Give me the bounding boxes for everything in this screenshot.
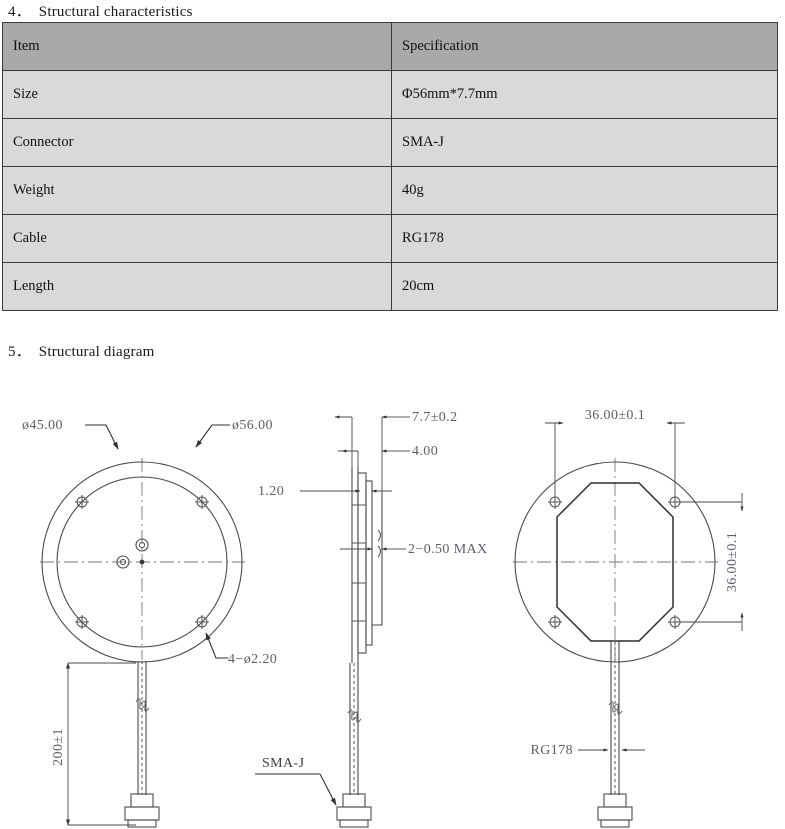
cell-spec-cable: RG178	[391, 214, 778, 263]
octagon-width-dimension-label: 36.00±0.1	[585, 408, 645, 423]
bolt-hole	[195, 495, 209, 509]
bolt-hole	[548, 615, 562, 629]
side-view-slot-dimension: 2−0.50 MAX	[340, 542, 488, 557]
octagon-height-dimension-label: 36.00±0.1	[725, 532, 740, 592]
rear-view-cable	[597, 641, 633, 828]
side-view-profile	[351, 467, 383, 663]
side-view-step-dimension: 4.00	[338, 444, 438, 473]
connector-type-label: SMA-J	[262, 756, 305, 771]
front-view-cable	[124, 661, 160, 828]
page-title-structural-characteristics: 4． Structural characteristics	[8, 4, 193, 20]
front-view-bolt-circle-dimension: ø45.00	[22, 418, 119, 450]
front-view-outer-diameter-dimension: ø56.00	[195, 418, 273, 448]
rear-view-height-dimension: 36.00±0.1	[675, 493, 744, 631]
rear-view-cable-callout: RG178	[531, 743, 645, 758]
page-title-structural-diagram: 5． Structural diagram	[8, 344, 155, 360]
cell-item-length: Length	[2, 262, 392, 311]
table-header: Item Specification	[2, 22, 778, 71]
structural-characteristics-table: Item Specification Size Φ56mm*7.7mm Conn…	[2, 22, 778, 311]
table-body: Size Φ56mm*7.7mm Connector SMA-J Weight …	[2, 70, 778, 311]
side-view-plate-dimension: 1.20	[258, 484, 392, 499]
front-view-inner-circle	[56, 476, 228, 648]
table-row: Cable RG178	[2, 214, 778, 263]
cell-item-size: Size	[2, 70, 392, 119]
table-row: Size Φ56mm*7.7mm	[2, 70, 778, 119]
front-view-drawing: ø45.00 ø56.00 4−ø2.20	[22, 418, 277, 828]
rear-view-octagon-patch	[556, 482, 674, 642]
bolt-hole	[75, 495, 89, 509]
structural-characteristics-table-wrapper: Item Specification Size Φ56mm*7.7mm Conn…	[2, 22, 778, 311]
front-view-bolt-hole-dimension: 4−ø2.20	[205, 632, 277, 667]
structural-diagram: ø45.00 ø56.00 4−ø2.20	[0, 395, 785, 829]
rear-view-width-dimension: 36.00±0.1	[545, 408, 685, 502]
cell-spec-length: 20cm	[391, 262, 778, 311]
cell-spec-weight: 40g	[391, 166, 778, 215]
table-row: Weight 40g	[2, 166, 778, 215]
front-view-center-features	[116, 538, 149, 569]
table-header-row: Item Specification	[2, 22, 778, 71]
side-view-thickness-dimension: 7.7±0.2	[334, 410, 457, 491]
plate-dimension-label: 1.20	[258, 484, 284, 499]
bolt-hole	[75, 615, 89, 629]
cable-type-label: RG178	[531, 743, 573, 758]
cell-spec-size: Φ56mm*7.7mm	[391, 70, 778, 119]
step-dimension-label: 4.00	[412, 444, 438, 459]
cable-length-dimension-label: 200±1	[51, 728, 66, 766]
thickness-dimension-label: 7.7±0.2	[412, 410, 457, 425]
cell-item-connector: Connector	[2, 118, 392, 167]
side-view-connector-callout: SMA-J	[255, 756, 337, 806]
slot-dimension-label: 2−0.50 MAX	[408, 542, 488, 557]
bolt-hole	[195, 615, 209, 629]
cell-item-weight: Weight	[2, 166, 392, 215]
outer-diameter-dimension-label: ø56.00	[232, 418, 273, 433]
side-view-cable	[336, 663, 372, 828]
column-header-item: Item	[2, 22, 392, 71]
bolt-circle-dimension-label: ø45.00	[22, 418, 63, 433]
cell-spec-connector: SMA-J	[391, 118, 778, 167]
table-row: Connector SMA-J	[2, 118, 778, 167]
front-view-bolt-holes	[75, 495, 209, 629]
column-header-specification: Specification	[391, 22, 778, 71]
rear-view-drawing: 36.00±0.1 36.00±0.1 RG178	[513, 408, 744, 828]
bolt-hole-dimension-label: 4−ø2.20	[228, 652, 277, 667]
side-view-drawing: 7.7±0.2 4.00 1.20 2−0.50 MAX	[255, 410, 488, 828]
cell-item-cable: Cable	[2, 214, 392, 263]
front-view-cable-length-dimension: 200±1	[51, 662, 136, 826]
table-row: Length 20cm	[2, 262, 778, 311]
